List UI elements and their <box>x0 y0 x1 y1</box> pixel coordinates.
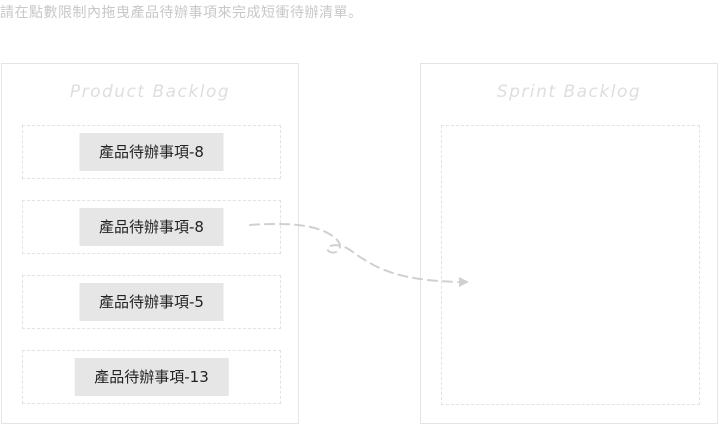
sprint-backlog-title: Sprint Backlog <box>496 82 642 102</box>
backlog-item-card[interactable]: 產品待辦事項-5 <box>79 283 224 321</box>
product-backlog-slot-4: 產品待辦事項-13 <box>22 350 281 404</box>
backlog-item-card[interactable]: 產品待辦事項-8 <box>79 133 224 171</box>
product-backlog-title: Product Backlog <box>69 82 231 102</box>
sprint-backlog-drop-zone[interactable] <box>441 125 700 405</box>
sprint-backlog-panel: Sprint Backlog <box>420 63 718 424</box>
instruction-text: 請在點數限制內拖曳產品待辦事項來完成短衝待辦清單。 <box>0 5 363 21</box>
product-backlog-slot-1: 產品待辦事項-8 <box>22 125 281 179</box>
backlog-item-card[interactable]: 產品待辦事項-13 <box>74 358 229 396</box>
product-backlog-panel: Product Backlog 產品待辦事項-8 產品待辦事項-8 產品待辦事項… <box>1 63 299 424</box>
backlog-item-card[interactable]: 產品待辦事項-8 <box>79 208 224 246</box>
product-backlog-slot-2: 產品待辦事項-8 <box>22 200 281 254</box>
product-backlog-slot-3: 產品待辦事項-5 <box>22 275 281 329</box>
